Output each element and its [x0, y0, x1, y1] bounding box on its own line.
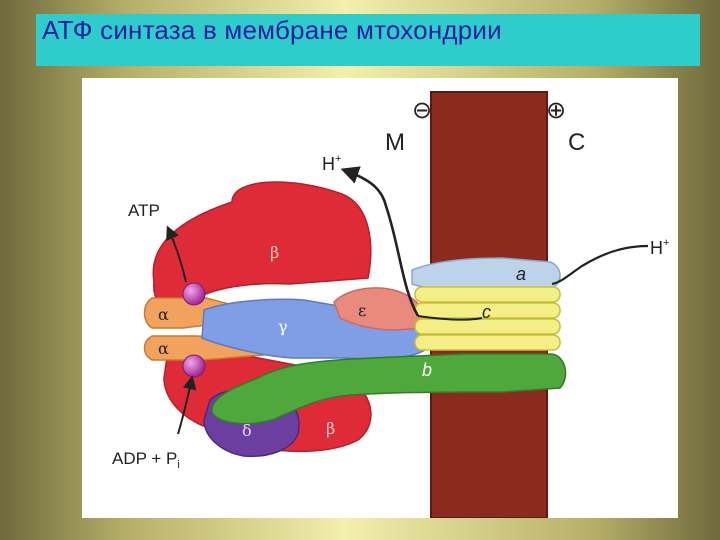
c-ring-bar	[414, 334, 561, 351]
cytosol-sign: ⊕	[546, 97, 566, 124]
atp-synthase-figure: ⊖ M ⊕ C H+ H+	[82, 78, 678, 518]
atp-label: ATP	[128, 201, 160, 220]
proton-out-label: H+	[322, 153, 341, 174]
subunit-beta-bottom-label: β	[326, 419, 335, 438]
subunit-a	[411, 257, 561, 292]
subunit-beta-top-label: β	[270, 243, 279, 262]
subunit-alpha-upper-label: α	[158, 305, 169, 324]
proton-path-arrow	[340, 166, 420, 317]
proton-in-label: H+	[650, 237, 669, 258]
subunit-b-label: b	[422, 360, 432, 380]
cytosol-letter: C	[568, 129, 585, 156]
subunit-c-label: c	[482, 302, 491, 322]
c-ring-bar	[414, 318, 561, 335]
atp-sphere	[182, 282, 206, 306]
matrix-letter: M	[385, 129, 405, 156]
subunit-b	[211, 353, 567, 425]
c-ring-connector	[417, 315, 483, 321]
subunit-gamma-label: γ	[278, 317, 288, 336]
adp-sphere	[182, 354, 206, 378]
subunit-delta-label: δ	[242, 421, 252, 440]
matrix-sign: ⊖	[412, 97, 432, 124]
c-ring-bar	[414, 286, 561, 303]
subunit-beta-alpha-body	[152, 181, 372, 313]
atp-arrow	[166, 225, 187, 283]
title-bar: АТФ синтаза в мембране мтохондрии	[36, 14, 700, 66]
atp-synthase-diagram: ⊖ M ⊕ C H+ H+	[112, 91, 669, 518]
subunit-alpha-lower-label: α	[158, 339, 169, 358]
subunit-epsilon-label: ε	[358, 301, 366, 320]
adp-arrow	[177, 375, 197, 435]
subunit-a-label: a	[516, 264, 526, 284]
proton-inflow-line	[551, 244, 649, 286]
slide-title: АТФ синтаза в мембране мтохондрии	[42, 15, 502, 45]
adp-label: ADP + Pi	[112, 449, 180, 471]
